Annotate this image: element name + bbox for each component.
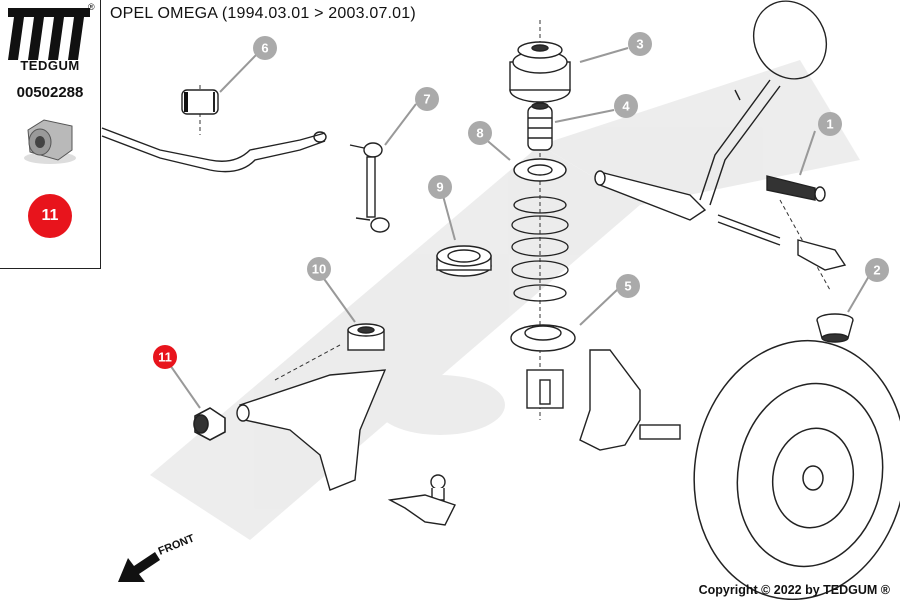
- callout-2: 2: [865, 258, 889, 282]
- anti-roll-bar: [101, 127, 327, 173]
- steering-column: [699, 0, 828, 206]
- strut-top-mount: [509, 41, 571, 103]
- hub-carrier: [579, 349, 681, 451]
- tedgum-logo: [8, 8, 90, 60]
- brand-name: TEDGUM: [20, 58, 80, 73]
- part-number: 00502288: [16, 84, 84, 101]
- steering-rack-boot: [766, 175, 826, 202]
- callout-9: 9: [428, 175, 452, 199]
- wheel: [693, 339, 900, 600]
- callout-1: 1: [818, 112, 842, 136]
- callout-label-7: 7: [423, 92, 430, 107]
- callout-label-9: 9: [436, 180, 443, 195]
- front-label: FRONT: [157, 532, 197, 557]
- part-thumbnail: [18, 112, 82, 168]
- callout-10: 10: [307, 257, 331, 281]
- ball-joint-boot: [816, 313, 854, 343]
- lower-spring-seat: [510, 324, 576, 352]
- callout-3: 3: [628, 32, 652, 56]
- callout-8: 8: [468, 121, 492, 145]
- tie-rod-end: [797, 239, 847, 271]
- part-info-panel: ® TEDGUM 00502288 11: [0, 0, 101, 269]
- anti-roll-bar-bush: [181, 89, 219, 115]
- bump-stop: [527, 102, 553, 151]
- stabiliser-link: [349, 142, 390, 233]
- callout-pointers: [169, 47, 870, 409]
- part-position-badge: 11: [28, 194, 72, 238]
- registered-mark: ®: [88, 2, 95, 12]
- callout-5: 5: [616, 274, 640, 298]
- strut-bearing: [436, 245, 492, 277]
- callout-label-2: 2: [873, 263, 880, 278]
- callout-label-1: 1: [826, 117, 833, 132]
- callout-7: 7: [415, 87, 439, 111]
- callout-4: 4: [614, 94, 638, 118]
- callout-label-5: 5: [624, 279, 631, 294]
- vehicle-title: OPEL OMEGA (1994.03.01 > 2003.07.01): [110, 5, 416, 22]
- front-direction-arrow: FRONT: [118, 532, 197, 582]
- callout-label-11: 11: [158, 350, 172, 365]
- tedgum-watermark: [150, 60, 860, 540]
- coil-spring: [511, 196, 569, 302]
- upper-spring-seat: [513, 158, 567, 182]
- callout-11-highlighted: 11: [153, 345, 177, 369]
- callout-label-3: 3: [636, 37, 643, 52]
- lower-ball-joint: [387, 474, 456, 526]
- lower-control-arm: [236, 369, 387, 491]
- callout-label-10: 10: [312, 262, 326, 277]
- steering-rack: [594, 170, 781, 246]
- control-arm-rear-bush: [193, 407, 226, 441]
- copyright-notice: Copyright © 2022 by TEDGUM ®: [698, 583, 890, 597]
- callout-label-4: 4: [622, 99, 630, 114]
- strut-clamp: [526, 369, 564, 409]
- control-arm-bush: [347, 323, 385, 351]
- callout-label-6: 6: [261, 41, 268, 56]
- callout-label-8: 8: [476, 126, 483, 141]
- callout-6: 6: [253, 36, 277, 60]
